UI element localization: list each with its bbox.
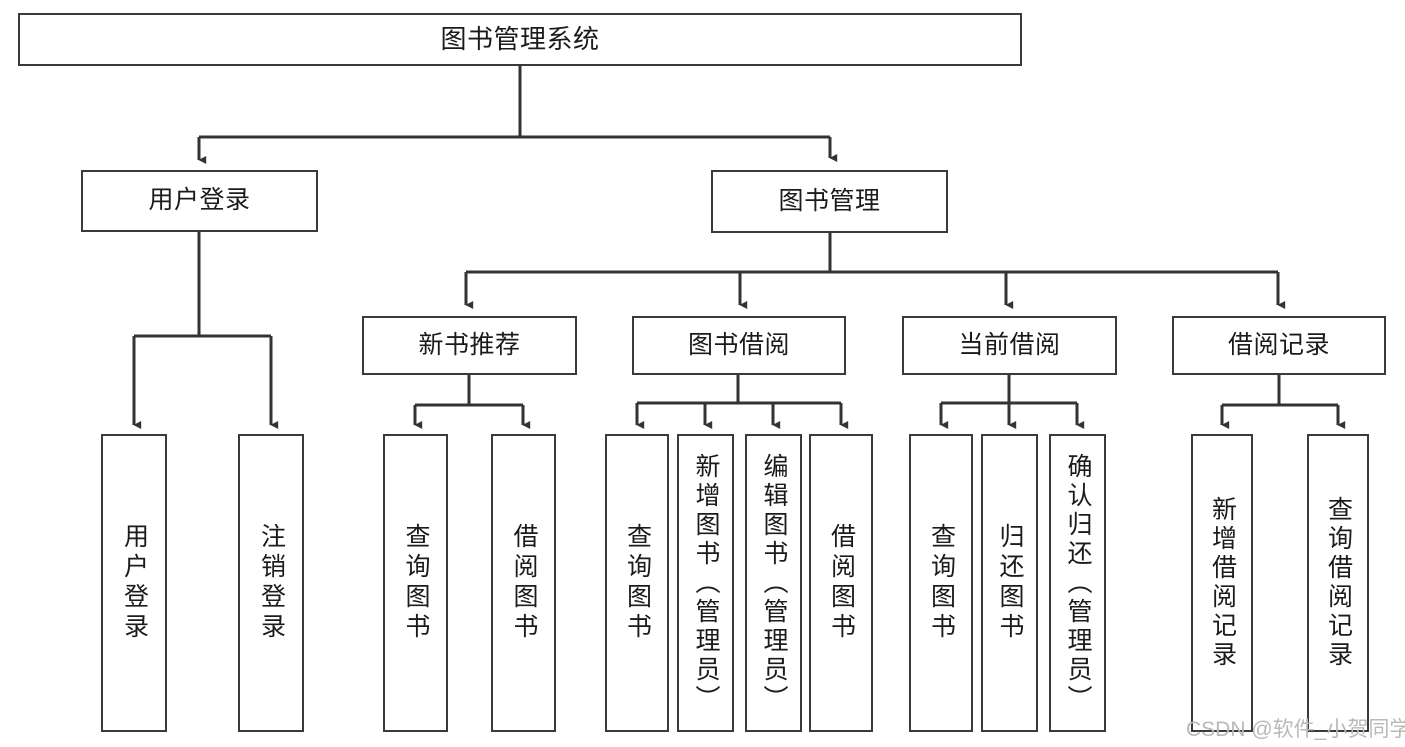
node-leaf-edit-book[interactable]: 编辑图书（管理员） bbox=[745, 434, 802, 732]
node-root-label: 图书管理系统 bbox=[440, 24, 600, 55]
node-leaf-edit-book-label: 编辑图书（管理员） bbox=[760, 452, 788, 714]
node-new-book-rec-label: 新书推荐 bbox=[418, 330, 521, 359]
node-leaf-borrow-book-2[interactable]: 借阅图书 bbox=[809, 434, 873, 732]
node-leaf-query-book-3-label: 查询图书 bbox=[927, 523, 956, 643]
node-leaf-query-record-label: 查询借阅记录 bbox=[1324, 496, 1353, 670]
node-leaf-query-book-1-label: 查询图书 bbox=[402, 523, 430, 643]
node-leaf-borrow-book-1-label: 借阅图书 bbox=[510, 523, 538, 643]
node-new-book-rec[interactable]: 新书推荐 bbox=[362, 316, 577, 375]
node-leaf-query-book-2[interactable]: 查询图书 bbox=[605, 434, 669, 732]
node-leaf-add-book-label: 新增图书（管理员） bbox=[692, 452, 720, 714]
node-leaf-query-book-2-label: 查询图书 bbox=[623, 523, 652, 643]
node-borrow-record[interactable]: 借阅记录 bbox=[1172, 316, 1386, 375]
node-user-login[interactable]: 用户登录 bbox=[81, 170, 318, 232]
watermark-text: CSDN @软件_小贺同学 bbox=[1186, 718, 1405, 741]
node-borrow-record-label: 借阅记录 bbox=[1227, 330, 1330, 359]
node-current-borrow-label: 当前借阅 bbox=[958, 330, 1061, 359]
node-leaf-confirm-return-label: 确认归还（管理员） bbox=[1064, 452, 1092, 714]
node-leaf-user-login[interactable]: 用户登录 bbox=[101, 434, 167, 732]
node-book-manage[interactable]: 图书管理 bbox=[711, 170, 948, 233]
node-book-borrow-label: 图书借阅 bbox=[687, 330, 790, 359]
node-book-borrow[interactable]: 图书借阅 bbox=[632, 316, 846, 375]
node-leaf-borrow-book-1[interactable]: 借阅图书 bbox=[491, 434, 556, 732]
node-leaf-user-login-label: 用户登录 bbox=[120, 523, 149, 643]
node-leaf-return-book-label: 归还图书 bbox=[996, 523, 1024, 643]
node-leaf-query-record[interactable]: 查询借阅记录 bbox=[1307, 434, 1369, 732]
node-leaf-query-book-3[interactable]: 查询图书 bbox=[909, 434, 973, 732]
node-leaf-query-book-1[interactable]: 查询图书 bbox=[383, 434, 448, 732]
node-leaf-add-record[interactable]: 新增借阅记录 bbox=[1191, 434, 1253, 732]
node-leaf-borrow-book-2-label: 借阅图书 bbox=[827, 523, 856, 643]
node-leaf-confirm-return[interactable]: 确认归还（管理员） bbox=[1049, 434, 1106, 732]
node-leaf-return-book[interactable]: 归还图书 bbox=[981, 434, 1038, 732]
node-book-manage-label: 图书管理 bbox=[778, 186, 881, 215]
node-user-login-label: 用户登录 bbox=[148, 186, 251, 215]
node-leaf-logout-label: 注销登录 bbox=[257, 523, 286, 643]
node-leaf-logout[interactable]: 注销登录 bbox=[238, 434, 304, 732]
node-leaf-add-book[interactable]: 新增图书（管理员） bbox=[677, 434, 734, 732]
node-current-borrow[interactable]: 当前借阅 bbox=[902, 316, 1117, 375]
node-root[interactable]: 图书管理系统 bbox=[18, 13, 1022, 66]
node-leaf-add-record-label: 新增借阅记录 bbox=[1208, 496, 1237, 670]
